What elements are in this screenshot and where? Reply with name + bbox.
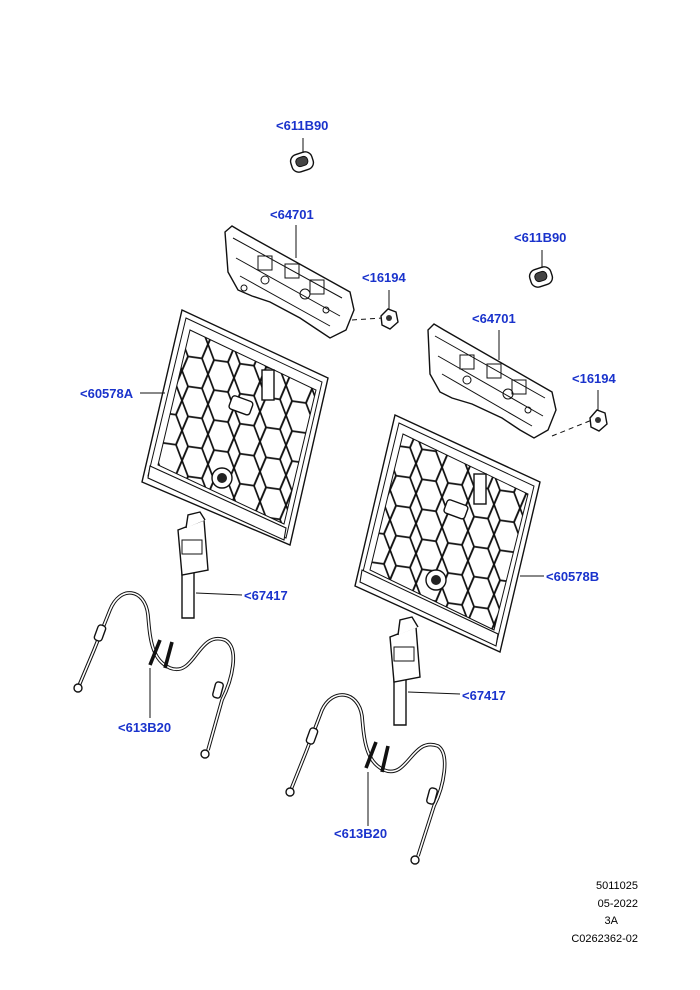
- latch-left: [177, 511, 243, 619]
- frame-left: [140, 309, 329, 546]
- clip-right: [528, 250, 554, 288]
- nut-left: [380, 290, 399, 330]
- callout-64701-right: <64701: [472, 311, 516, 326]
- callout-611b90-right: <611B90: [514, 230, 567, 245]
- cable-left: [73, 591, 236, 759]
- callout-67417-right: <67417: [462, 688, 506, 703]
- callout-60578a: <60578A: [80, 386, 134, 401]
- bracket-right: [427, 323, 593, 439]
- callout-613b20-left: <613B20: [118, 720, 172, 735]
- bracket-left: [224, 225, 383, 339]
- cable-right: [285, 693, 447, 865]
- callout-64701-left: <64701: [270, 207, 314, 222]
- callout-611b90-left: <611B90: [276, 118, 329, 133]
- callout-67417-left: <67417: [244, 588, 288, 603]
- clip-upper-left: [289, 138, 315, 173]
- latch-right: [389, 616, 461, 726]
- callout-16194-left: <16194: [362, 270, 406, 285]
- callout-613b20-right: <613B20: [334, 826, 388, 841]
- callout-16194-right: <16194: [572, 371, 616, 386]
- diagram-code: C0262362-02: [571, 933, 638, 945]
- callout-60578b: <60578B: [546, 569, 600, 584]
- diagram-revision: 3A: [604, 915, 618, 927]
- nut-right: [589, 390, 608, 432]
- frame-right: [354, 414, 544, 653]
- diagram-number: 5011025: [595, 880, 638, 892]
- diagram-date: 05-2022: [597, 898, 638, 910]
